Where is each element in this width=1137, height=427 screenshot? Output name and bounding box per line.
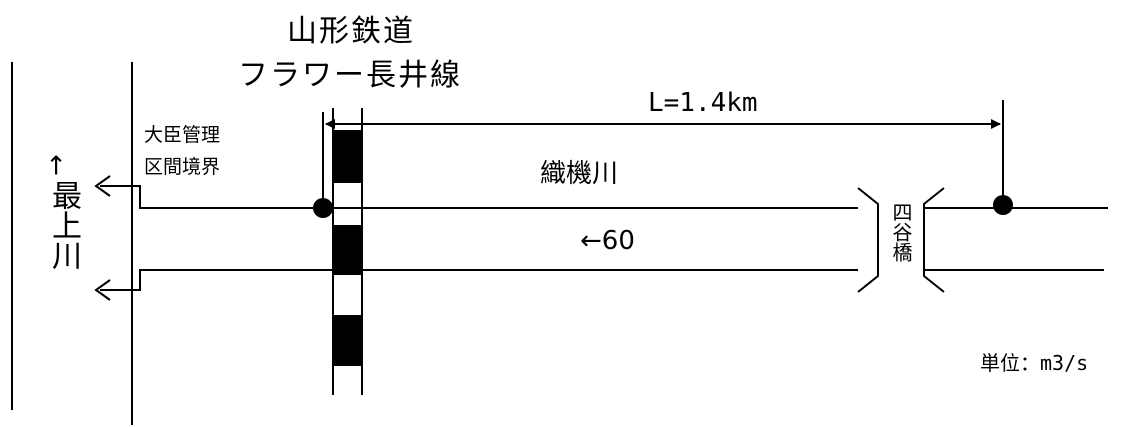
railway-name-line1: 山形鉄道 [287,14,415,49]
boundary-label-line1: 大臣管理 [144,124,221,146]
boundary-label-line2: 区間境界 [144,156,221,178]
distance-label: L=1.4km [648,88,758,118]
railway-block-outline [332,181,363,227]
railway-name-line2: フラワー長井線 [238,58,462,93]
railway-block-outline [332,273,363,317]
bridge-symbol-right [923,187,945,293]
tributary-lower-bank [100,269,858,291]
unit-label: 単位：m3/s [980,351,1089,375]
main-river-arrow: ← [40,154,71,176]
yotsuya-bridge-point [993,195,1013,215]
tributary-upper-bank [100,185,858,209]
railway-block [333,130,362,182]
railway-block [333,316,362,366]
tributary-upper-bank-arrowhead [94,175,111,197]
bridge-label: 四谷橋 [889,202,913,262]
flow-label: ←60 [580,226,635,256]
bridge-symbol-left [857,187,879,293]
tributary-lower-bank-arrowhead [94,279,111,301]
railway-block [333,226,362,274]
confluence-point [313,198,333,218]
tributary-label: 織機川 [540,159,619,189]
main-river-label: 最上川 [46,180,81,270]
